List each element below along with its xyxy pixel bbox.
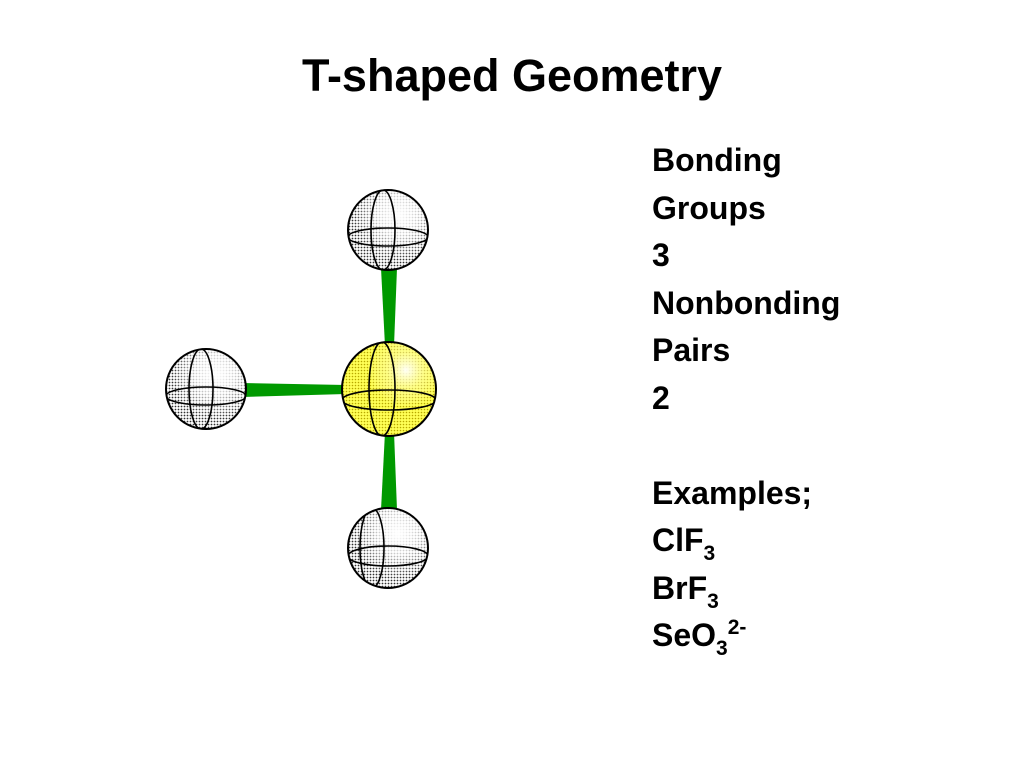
formula-subscript: 3 <box>716 637 728 660</box>
formula-base: BrF <box>652 569 708 606</box>
central-atom <box>341 341 437 437</box>
outer-atom-bottom <box>347 507 429 589</box>
example-formula: BrF3 <box>652 565 840 613</box>
spacer <box>652 422 840 470</box>
bond-bottom <box>381 432 397 510</box>
bonding-groups-label-line2: Groups <box>652 189 766 226</box>
formula-base: SeO <box>652 617 717 653</box>
outer-atom-top <box>347 189 429 271</box>
nonbonding-pairs-label-line1: Nonbonding <box>652 284 841 321</box>
bond-left <box>242 383 346 397</box>
formula-base: ClF <box>652 522 704 558</box>
example-formula: SeO32- <box>652 612 840 660</box>
nonbonding-pairs-label-line2: Pairs <box>652 332 731 368</box>
bonding-groups-label-line1: Bonding <box>652 142 782 178</box>
formula-subscript: 3 <box>703 542 716 565</box>
example-formula: ClF3 <box>652 517 840 565</box>
nonbonding-pairs-value: 2 <box>652 379 670 416</box>
slide-title: T-shaped Geometry <box>301 50 723 101</box>
geometry-info: Bonding Groups 3 Nonbonding Pairs 2 Exam… <box>652 137 840 660</box>
bond-top <box>381 268 397 346</box>
formula-charge: 2- <box>727 616 747 639</box>
formula-subscript: 3 <box>707 589 719 613</box>
outer-atom-left <box>165 348 247 430</box>
examples-label: Examples; <box>652 474 813 511</box>
bonds <box>242 268 397 510</box>
bonding-groups-value: 3 <box>652 237 670 273</box>
